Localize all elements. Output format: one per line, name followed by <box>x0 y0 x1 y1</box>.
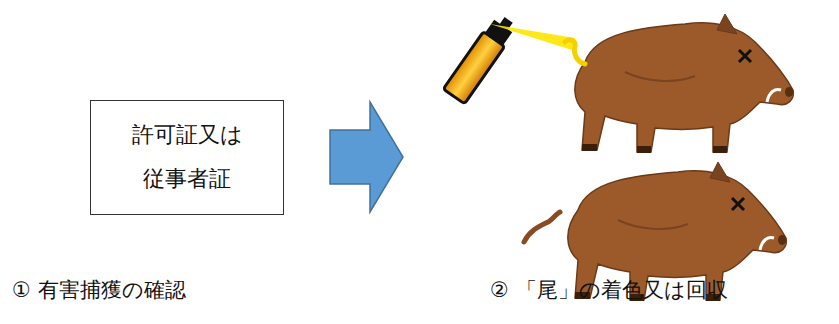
caption-label: ① 有害捕獲の確認 <box>12 276 186 304</box>
document-box: 許可証又は 従事者証 <box>90 100 284 215</box>
box-text: 許可証又は 従事者証 <box>103 113 271 201</box>
block-arrow <box>330 102 403 212</box>
spray-can <box>443 12 518 104</box>
caption-label: ② 「尾」の着色又は回収 <box>490 276 728 304</box>
spray-mist <box>490 24 575 50</box>
boar <box>565 14 793 153</box>
cut-tail <box>524 212 560 242</box>
